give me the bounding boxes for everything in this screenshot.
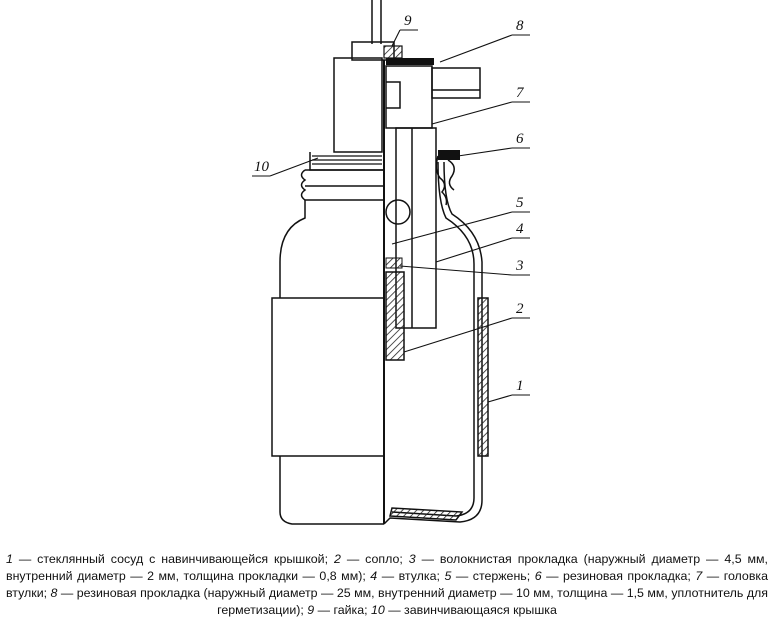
jar-exterior-view [271,0,395,525]
caption-item-number: 7 [695,569,703,583]
callout-2: 2 [516,301,524,317]
caption-item-text: — втулка; [377,569,445,583]
bushing [385,65,437,329]
outlet-tube [431,67,481,99]
caption-item-text: — резиновая прокладка (наружный диаметр … [57,586,768,617]
callout-5: 5 [516,195,524,211]
caption-item-number: 10 [370,603,385,617]
caption-item-number: 5 [444,569,452,583]
caption-item-number: 2 [333,552,341,566]
callout-1: 1 [516,378,524,394]
cap-thread [312,155,382,165]
jar-section [383,161,489,525]
caption-item-text: — сопло; [340,552,409,566]
callout-3: 3 [515,258,524,274]
fibrous-gasket-3 [385,257,403,269]
caption-item-number: 6 [534,569,542,583]
caption-item-number: 9 [307,603,315,617]
caption-item-number: 4 [370,569,378,583]
caption-item-number: 1 [6,552,13,566]
caption-item-text: — стеклянный сосуд с навинчивающейся кры… [12,552,334,566]
callout-labels: 1 2 3 4 5 6 7 8 9 10 [254,13,525,394]
caption-item-text: — головка втулки; [6,569,768,600]
callout-8: 8 [516,18,524,34]
apparatus-diagram: 1 2 3 4 5 6 7 8 9 10 [252,0,530,525]
callout-4: 4 [516,221,524,237]
caption-item-text: — стержень; [451,569,535,583]
nozzle-2 [385,271,405,361]
caption-item-text: — завинчивающаяся крышка [384,603,557,617]
caption-item-text: — резиновая прокладка; [541,569,696,583]
caption-item-number: 3 [408,552,416,566]
rubber-gasket-6 [438,150,460,160]
nut-9 [383,45,403,59]
callout-6: 6 [516,131,524,147]
callout-7: 7 [516,85,525,101]
leader-lines [252,29,530,403]
callout-9: 9 [404,13,412,29]
caption-item-text: — волокнистая прокладка (наружный диамет… [6,552,768,583]
callout-10: 10 [254,159,270,175]
rubber-gasket-8 [386,58,434,65]
caption-item-number: 8 [50,586,58,600]
caption-item-text: — гайка; [314,603,371,617]
figure-caption: 1 — стеклянный сосуд с навинчивающейся к… [6,551,768,619]
